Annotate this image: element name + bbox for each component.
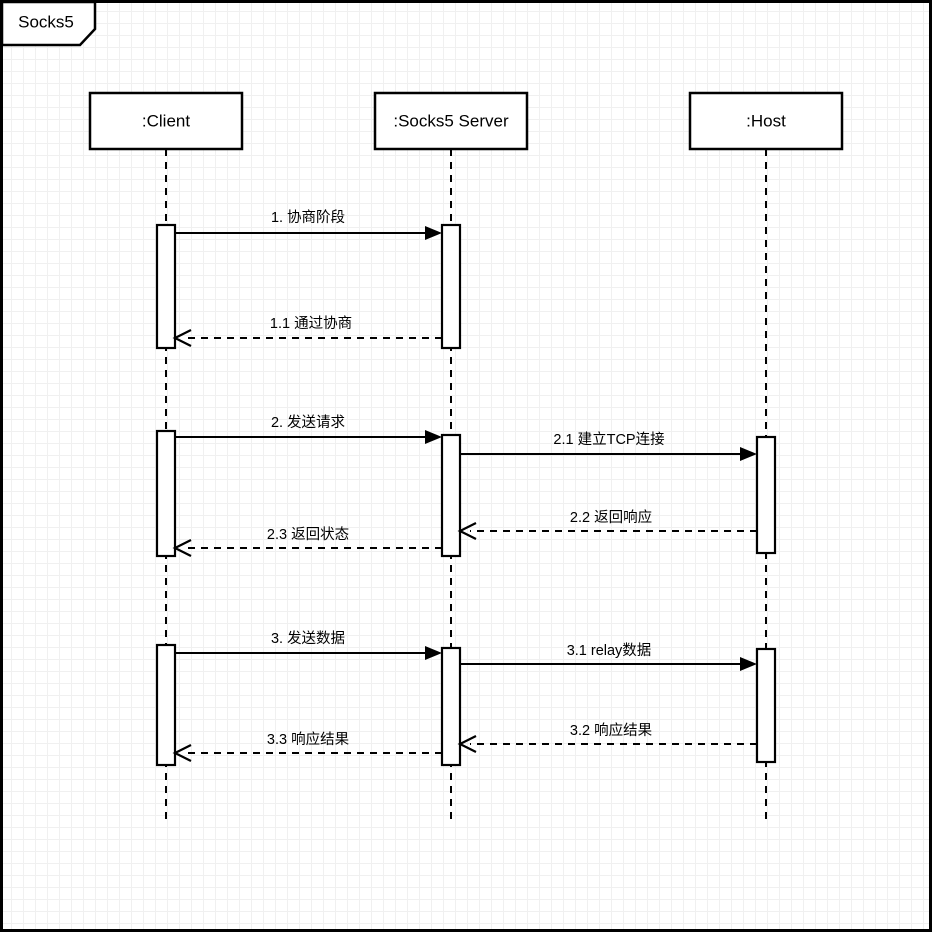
message-1-label: 1. 协商阶段: [271, 209, 345, 226]
lifeline-lines: [165, 149, 767, 820]
frame-tab: Socks5: [0, 0, 97, 47]
message-2-1[interactable]: 2.1 建立TCP连接: [460, 431, 757, 461]
activation-bar-client-2: [155, 429, 177, 558]
activation-bar-server-1: [440, 223, 462, 350]
lifeline-label-server: :Socks5 Server: [393, 111, 509, 130]
lifeline-label-host: :Host: [746, 111, 786, 130]
message-2-2[interactable]: 2.2 返回响应: [457, 508, 757, 540]
lifeline-header-client[interactable]: :Client: [88, 91, 244, 151]
message-1[interactable]: 1. 协商阶段: [175, 209, 442, 240]
message-3-arrowhead-icon: [425, 646, 442, 660]
lifeline-box-server: [373, 91, 529, 151]
activation-bar-client-1: [155, 223, 177, 350]
message-1-arrowhead-icon: [425, 226, 442, 240]
activation-bar-host-3: [755, 647, 777, 764]
message-2-2-label: 2.2 返回响应: [570, 508, 652, 526]
lifeline-label-client: :Client: [142, 111, 190, 130]
activation-bar-server-3: [440, 646, 462, 767]
message-3-3-arrowhead-icon: [172, 744, 192, 762]
message-3-label: 3. 发送数据: [271, 630, 345, 647]
activation-bars: [155, 223, 777, 767]
message-1-1-arrowhead-icon: [172, 329, 192, 347]
message-1-1[interactable]: 1.1 通过协商: [172, 315, 442, 347]
message-2-arrowhead-icon: [425, 430, 442, 444]
lifeline-box-host: [688, 91, 844, 151]
message-2-3[interactable]: 2.3 返回状态: [172, 526, 442, 557]
message-3[interactable]: 3. 发送数据: [175, 630, 442, 660]
lifeline-header-server[interactable]: :Socks5 Server: [373, 91, 529, 151]
message-3-2[interactable]: 3.2 响应结果: [457, 721, 757, 753]
message-2-3-label: 2.3 返回状态: [267, 526, 349, 543]
message-2-1-arrowhead-icon: [740, 447, 757, 461]
message-3-3[interactable]: 3.3 响应结果: [172, 730, 442, 762]
message-3-1-arrowhead-icon: [740, 657, 757, 671]
message-2-2-arrowhead-icon: [457, 522, 477, 540]
message-3-1[interactable]: 3.1 relay数据: [460, 642, 757, 671]
activation-bar-server-2: [440, 433, 462, 558]
activation-bar-host-2: [755, 435, 777, 555]
message-2-3-arrowhead-icon: [172, 539, 192, 557]
message-3-2-label: 3.2 响应结果: [570, 721, 652, 739]
message-1-1-label: 1.1 通过协商: [270, 315, 352, 332]
activation-bar-client-3: [155, 643, 177, 767]
message-2-1-label: 2.1 建立TCP连接: [553, 431, 664, 448]
message-2[interactable]: 2. 发送请求: [175, 414, 442, 444]
lifeline-header-host[interactable]: :Host: [688, 91, 844, 151]
message-3-3-label: 3.3 响应结果: [267, 730, 349, 748]
frame-tab-label: Socks5: [18, 12, 74, 31]
message-3-1-label: 3.1 relay数据: [567, 642, 652, 659]
message-3-2-arrowhead-icon: [457, 735, 477, 753]
lifeline-box-client: [88, 91, 244, 151]
message-2-label: 2. 发送请求: [271, 414, 346, 431]
